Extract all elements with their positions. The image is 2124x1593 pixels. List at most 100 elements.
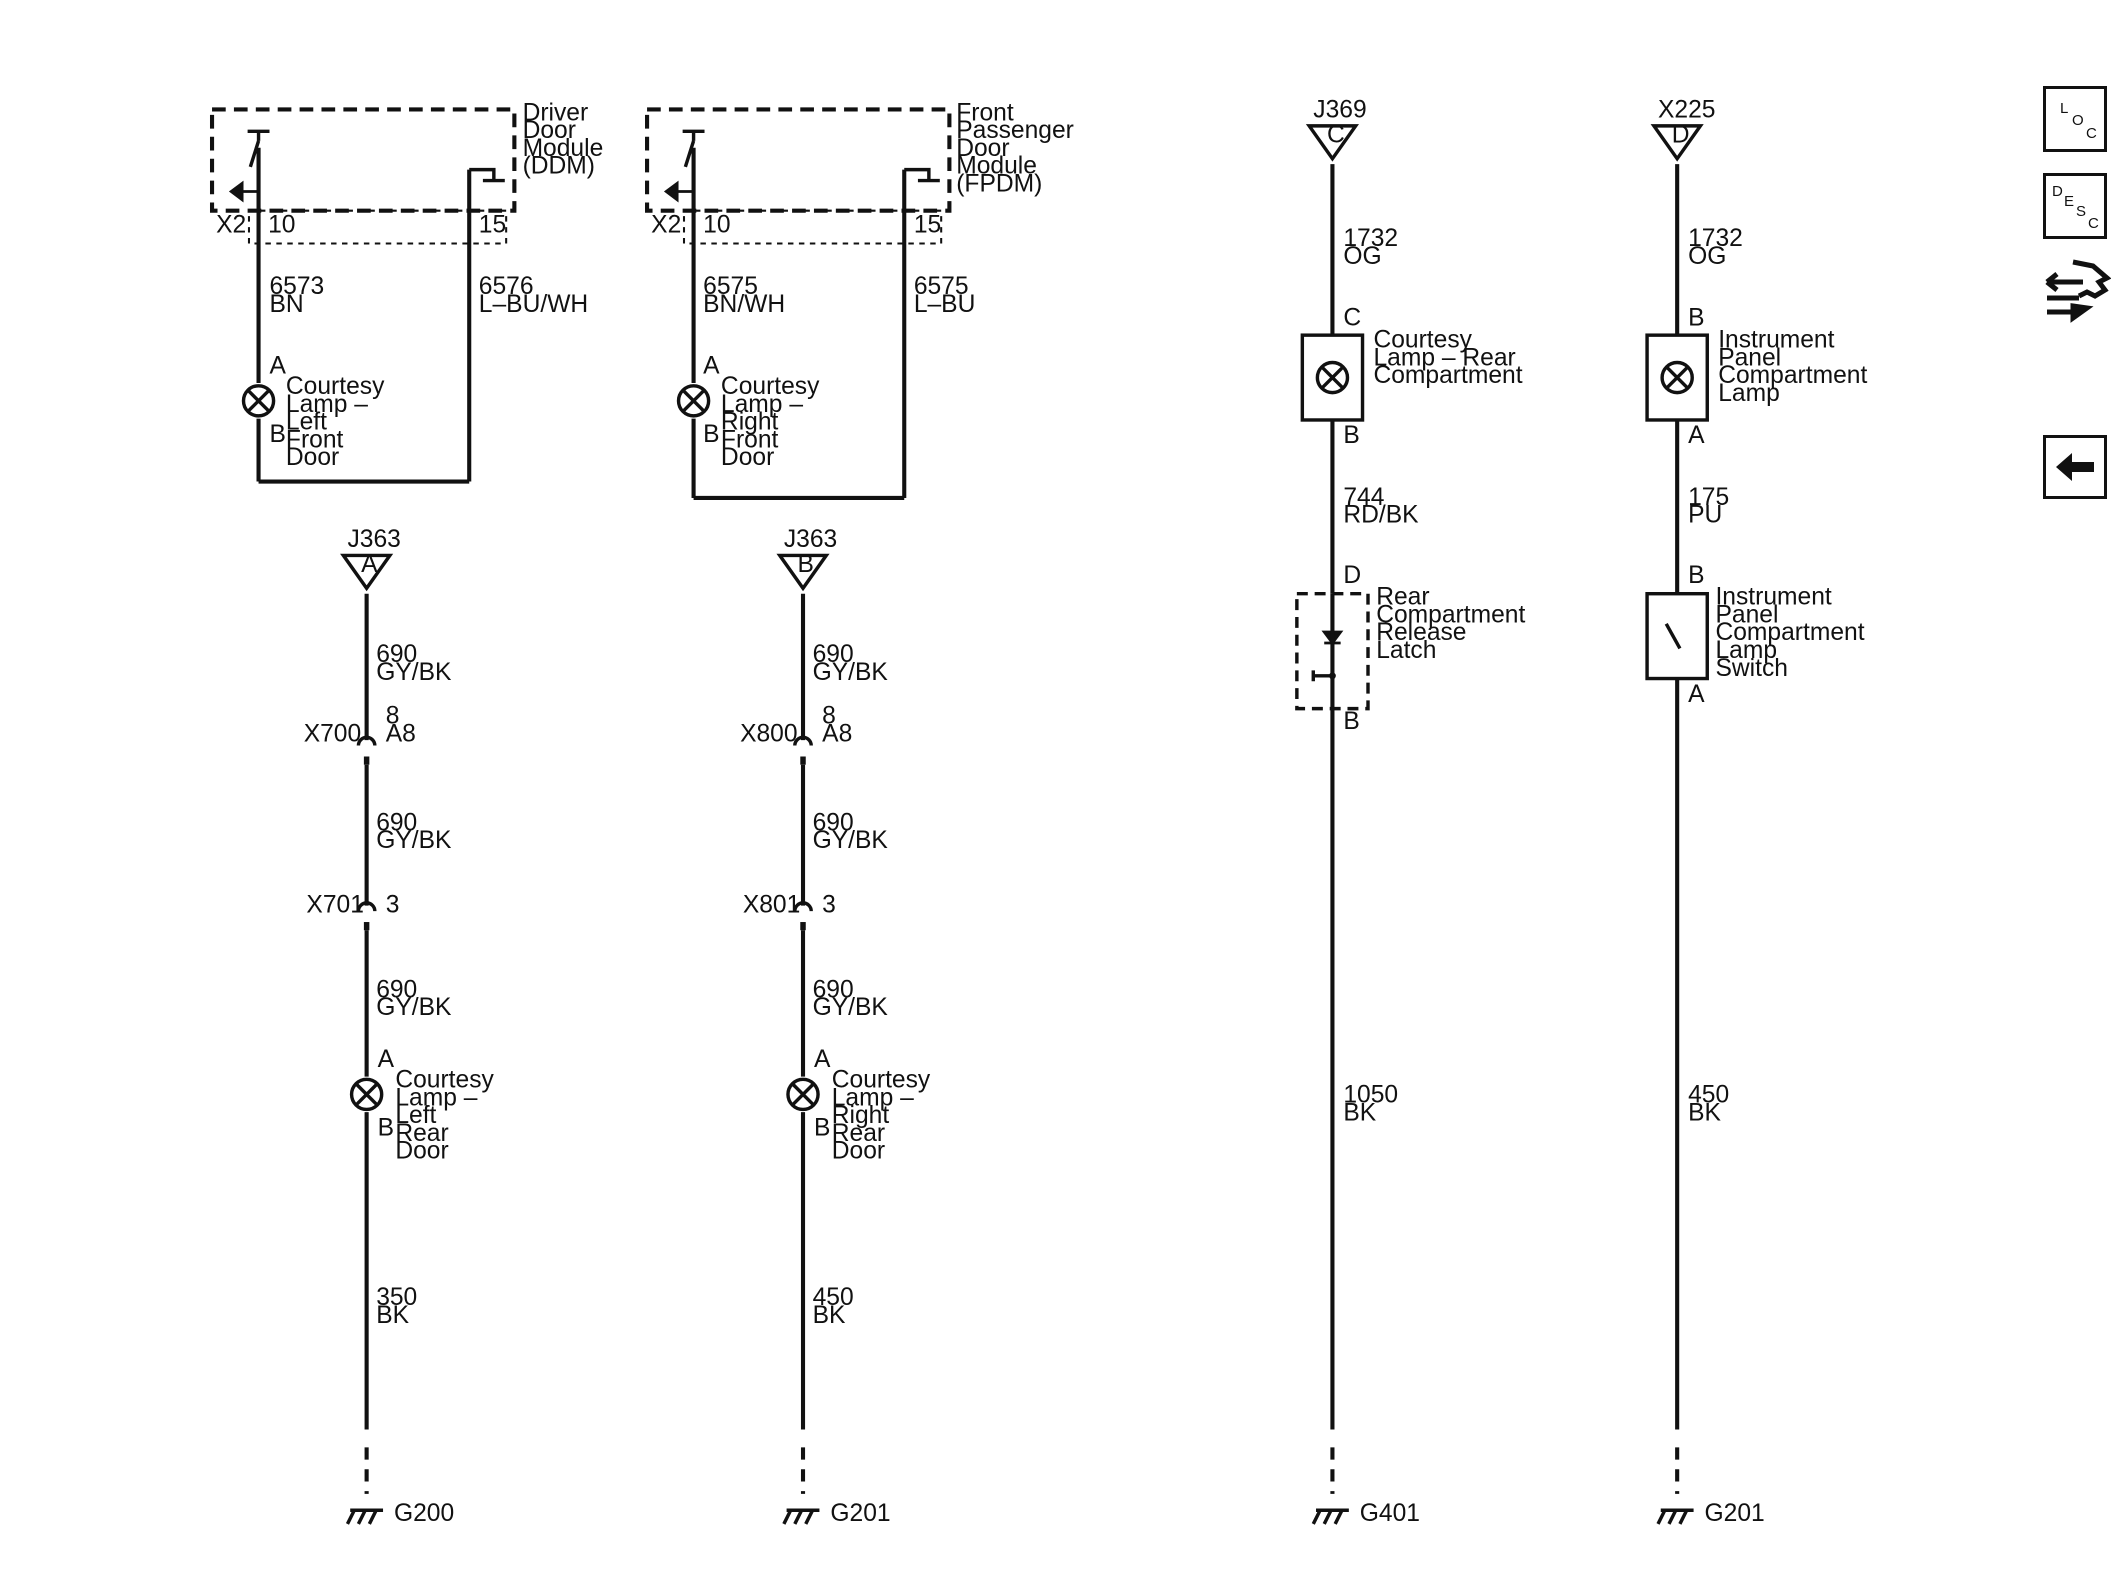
fpdm-lamp-pin-a: A — [703, 352, 720, 379]
ddm-arrow — [228, 180, 259, 203]
ddm-lamp-name-line: Left — [286, 409, 327, 436]
right-rear-conn2-arc — [793, 901, 813, 912]
right-rear-lamp-pin-b: B — [814, 1114, 830, 1141]
back-arrow-icon — [2056, 453, 2094, 481]
fpdm-name-line: Front — [956, 99, 1014, 126]
left-rear-lamp-pin-b: B — [378, 1114, 394, 1141]
left-rear-wire-4-label-number: 350 — [376, 1284, 417, 1311]
ddm-wire-left-label-number: 6573 — [269, 273, 324, 300]
right-rear-conn1-pin1: 8 — [822, 703, 836, 730]
instrument-panel-wire-3-label-color: BK — [1688, 1099, 1721, 1126]
ddm-wire-right-label-number: 6576 — [479, 273, 534, 300]
rear-compartment-latch-name-line: Rear — [1376, 584, 1429, 611]
right-rear-lamp-name-line: Right — [832, 1102, 890, 1129]
fpdm-wire-left-label-number: 6575 — [703, 273, 758, 300]
instrument-panel-wire-2-label-color: PU — [1688, 502, 1722, 529]
left-rear-wire-1-label-number: 690 — [376, 641, 417, 668]
left-rear-conn1-name: X700 — [304, 720, 361, 747]
fpdm-ground-symbol — [904, 167, 940, 183]
fpdm-lamp-cross-b — [682, 389, 706, 413]
left-rear-ground-symbol — [345, 1508, 384, 1525]
ddm-ground-symbol — [469, 167, 505, 183]
right-rear-lamp-name-line: Lamp – — [832, 1084, 914, 1111]
rear-compartment-latch-pin-bottom: B — [1343, 708, 1359, 735]
fpdm-lamp-name-line: Door — [721, 444, 774, 471]
left-rear-wire-1-label-color: GY/BK — [376, 659, 452, 686]
instrument-panel-lamp-housing — [1645, 333, 1709, 422]
left-rear-ground-label: G200 — [394, 1500, 454, 1527]
fpdm-pin-right: 15 — [914, 212, 941, 239]
right-rear-conn1-name: X800 — [740, 720, 797, 747]
instrument-panel-switch-housing — [1645, 592, 1709, 681]
left-rear-wire-2-label-number: 690 — [376, 809, 417, 836]
rear-compartment-lamp-name-line: Lamp – Rear — [1373, 344, 1515, 371]
right-rear-wire-1-label-color: GY/BK — [813, 659, 889, 686]
right-rear-conn1-pin2: A8 — [822, 720, 852, 747]
left-rear-lamp-name-line: Courtesy — [395, 1067, 494, 1094]
rear-compartment-lamp-cross-b — [1320, 366, 1344, 390]
rear-compartment-wire-3-label-color: BK — [1343, 1099, 1376, 1126]
right-rear-splice-name: J363 — [784, 526, 837, 553]
desc-letter-c: C — [2088, 215, 2099, 232]
right-rear-lamp-pin-a: A — [814, 1046, 831, 1073]
rear-compartment-wire-3-label-number: 1050 — [1343, 1082, 1398, 1109]
right-rear-lamp-name-line: Rear — [832, 1120, 885, 1147]
left-rear-lamp-cross-b — [355, 1082, 379, 1106]
loc-button[interactable]: L O C — [2043, 86, 2107, 152]
right-rear-wire-4-label-number: 450 — [813, 1284, 854, 1311]
fpdm-pin-left: 10 — [703, 212, 730, 239]
loc-letter-o: O — [2072, 112, 2084, 129]
ddm-lamp-name-line: Front — [286, 426, 344, 453]
instrument-panel-wire-3-label-number: 450 — [1688, 1082, 1729, 1109]
fpdm-name-line: Passenger — [956, 117, 1074, 144]
desc-button[interactable]: D E S C — [2043, 173, 2107, 239]
fpdm-wire-right-label-number: 6575 — [914, 273, 969, 300]
ddm-name-line: (DDM) — [523, 153, 595, 180]
right-rear-lamp-cross-b — [791, 1082, 815, 1106]
right-rear-splice-pin: B — [798, 551, 814, 578]
instrument-panel-splice-name: X225 — [1658, 97, 1715, 124]
ddm-pin-right: 15 — [479, 212, 506, 239]
fpdm-switch-symbol — [682, 129, 705, 168]
fpdm-lamp-name-line: Front — [721, 426, 779, 453]
right-rear-wire-3-label-number: 690 — [813, 976, 854, 1003]
rear-compartment-wire-2-label-number: 744 — [1343, 484, 1384, 511]
fpdm-lamp-name-line: Right — [721, 409, 779, 436]
left-rear-lamp-name-line: Lamp – — [395, 1084, 477, 1111]
right-rear-splice-triangle — [776, 553, 830, 592]
rear-compartment-wire-1-label-number: 1732 — [1343, 225, 1398, 252]
right-rear-conn2-pin: 3 — [822, 891, 836, 918]
ddm-wire-right-label-color: L–BU/WH — [479, 291, 588, 318]
ddm-lamp-name-line: Courtesy — [286, 373, 385, 400]
right-rear-wire-2-label-color: GY/BK — [813, 827, 889, 854]
instrument-panel-switch-name-line: Switch — [1715, 655, 1787, 682]
right-rear-wire-3-label-color: GY/BK — [813, 994, 889, 1021]
desc-letter-e: E — [2064, 193, 2075, 210]
ddm-name-line: Door — [523, 117, 576, 144]
connector-icon-graphic — [2045, 259, 2112, 323]
right-rear-wire-1-label-number: 690 — [813, 641, 854, 668]
instrument-panel-lamp-cross-b — [1665, 366, 1689, 390]
ddm-lamp-cross-b — [247, 389, 271, 413]
fpdm-lamp-pin-b: B — [703, 421, 719, 448]
instrument-panel-ground-symbol — [1656, 1508, 1694, 1525]
rear-compartment-latch-name-line: Latch — [1376, 637, 1436, 664]
left-rear-lamp-name-line: Left — [395, 1102, 436, 1129]
instrument-panel-lamp-name-line: Instrument — [1718, 326, 1834, 353]
instrument-panel-switch-name-line: Instrument — [1715, 584, 1831, 611]
back-button[interactable] — [2043, 435, 2107, 499]
instrument-panel-lamp-pin-top: B — [1688, 305, 1704, 332]
right-rear-ground-symbol — [782, 1508, 820, 1525]
left-rear-lamp-name-line: Rear — [395, 1120, 448, 1147]
connector-icon[interactable] — [2043, 252, 2112, 332]
desc-letter-d: D — [2052, 183, 2063, 200]
ddm-name-line: Driver — [523, 99, 589, 126]
fpdm-arrow — [663, 180, 694, 203]
ddm-lamp-name-line: Lamp – — [286, 391, 368, 418]
left-rear-splice-triangle — [340, 553, 394, 592]
left-rear-conn2-name: X701 — [306, 891, 363, 918]
fpdm-lamp-name-line: Courtesy — [721, 373, 820, 400]
left-rear-splice-pin: A — [361, 551, 378, 578]
fpdm-name-line: (FPDM) — [956, 171, 1042, 198]
instrument-panel-lamp-name-line: Panel — [1718, 344, 1781, 371]
